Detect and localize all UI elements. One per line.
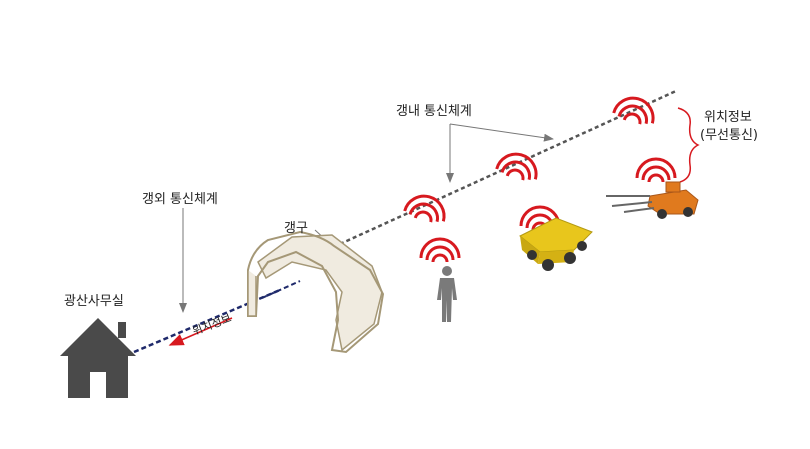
in-mine-pointer-right [449,123,554,142]
person-icon [437,266,457,322]
location-info-wireless-label-line2: (무선통신) [700,128,758,143]
portal-label: 갱구 [284,221,308,236]
out-mine-comm-label: 갱외 통신체계 [142,192,218,207]
wireless-signal-icon [635,157,677,183]
wireless-brace [677,107,700,183]
wireless-signal-icon [403,194,446,223]
drill-jumbo-icon [606,181,699,219]
house-icon [60,318,136,398]
out-mine-comm-line-inside [261,280,301,299]
location-info-wireless-label-line1: 위치정보 [704,110,752,125]
dump-truck-icon [519,217,593,271]
tunnel-portal-icon [247,230,385,354]
wireless-signal-icon [419,237,461,263]
wireless-signal-icon [612,96,655,125]
location-info-arrow [168,317,233,346]
office-label: 광산사무실 [64,294,124,309]
wireless-signal-icon [495,152,538,181]
in-mine-comm-line [339,89,677,246]
in-mine-comm-label: 갱내 통신체계 [396,104,472,119]
